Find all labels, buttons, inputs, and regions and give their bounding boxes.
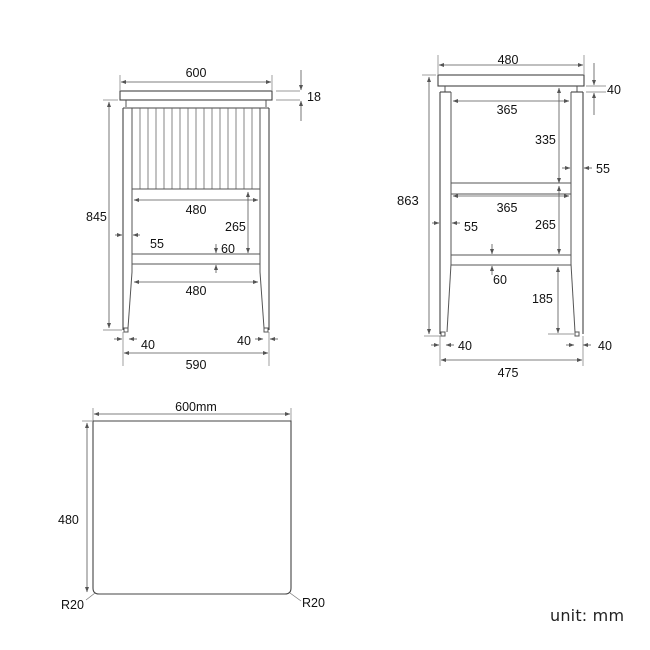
front-base-width-label: 590 xyxy=(186,358,207,372)
front-view: 600 18 xyxy=(86,66,321,372)
side-view: 480 40 365 335 55 xyxy=(397,53,621,380)
top-width-label: 600mm xyxy=(175,400,217,414)
front-shelf-thickness-label: 60 xyxy=(221,242,235,256)
top-view-outline xyxy=(92,420,292,595)
front-leg-right-width-label: 40 xyxy=(237,334,251,348)
front-slats xyxy=(139,108,253,189)
side-shelf-thickness-label: 60 xyxy=(493,273,507,287)
top-depth-label: 480 xyxy=(58,513,79,527)
front-inner-width-lower-label: 480 xyxy=(186,284,207,298)
front-inner-width-upper-label: 480 xyxy=(186,203,207,217)
front-top-width-label: 600 xyxy=(186,66,207,80)
side-rail-to-shelf-label: 265 xyxy=(535,218,556,232)
side-leg-left-width-label: 40 xyxy=(458,339,472,353)
unit-label: unit: mm xyxy=(550,606,625,625)
front-leg-left-width-label: 40 xyxy=(141,338,155,352)
side-base-width-label: 475 xyxy=(498,366,519,380)
side-countertop xyxy=(437,74,585,87)
side-shelf-to-floor-label: 185 xyxy=(532,292,553,306)
front-rail-to-shelf-label: 265 xyxy=(225,220,246,234)
side-top-thickness-label: 40 xyxy=(607,83,621,97)
top-radius-left-label: R20 xyxy=(61,598,84,612)
side-leg-inset-left-label: 55 xyxy=(464,220,478,234)
top-radius-right-label: R20 xyxy=(302,596,325,610)
side-leg-right-width-label: 40 xyxy=(598,339,612,353)
side-top-to-rail-label: 335 xyxy=(535,133,556,147)
side-inner-width-mid-label: 365 xyxy=(497,201,518,215)
front-leg-inset-label: 55 xyxy=(150,237,164,251)
side-leg-width-right-label: 55 xyxy=(596,162,610,176)
front-top-thickness-label: 18 xyxy=(307,90,321,104)
front-countertop xyxy=(119,90,273,101)
top-view: 600mm 480 R20 R20 xyxy=(58,400,325,612)
side-total-height-label: 863 xyxy=(397,193,419,208)
side-top-width-label: 480 xyxy=(498,53,519,67)
side-inner-width-top-label: 365 xyxy=(497,103,518,117)
front-total-height-label: 845 xyxy=(86,210,107,224)
